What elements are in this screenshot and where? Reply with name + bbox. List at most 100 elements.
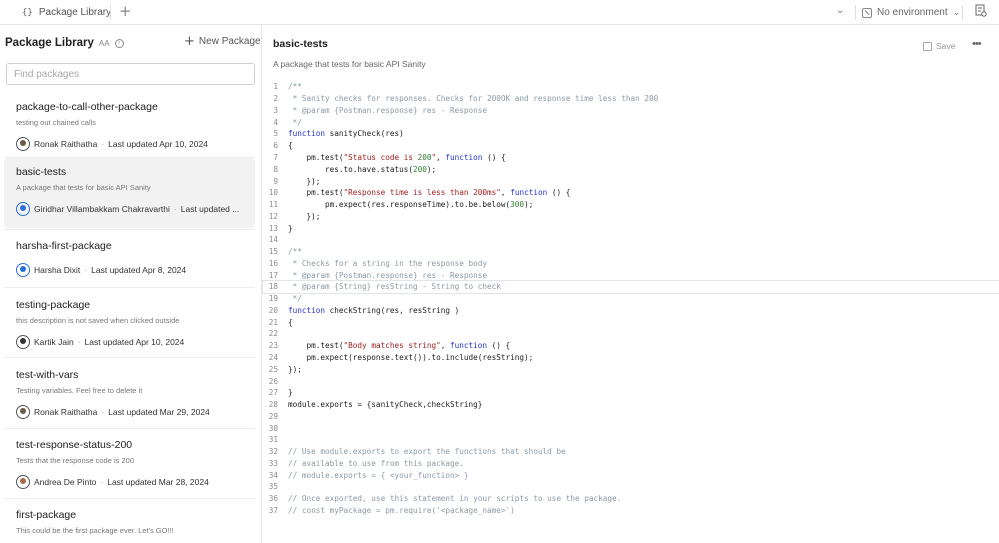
line-number: 13 — [268, 223, 278, 233]
save-label: Save — [936, 41, 956, 51]
code-text: * Checks for a string in the response bo… — [288, 258, 488, 268]
more-actions-icon[interactable]: ••• — [972, 38, 982, 50]
package-author: Kartik Jain — [34, 337, 74, 347]
code-line[interactable]: 2 * Sanity checks for responses. Checks … — [263, 93, 999, 105]
code-text: * @param {Postman.response} res - Respon… — [288, 270, 488, 280]
tab-label: Package Library — [38, 7, 112, 18]
code-line[interactable]: 4 */ — [263, 116, 999, 128]
code-line[interactable]: 37// const myPackage = pm.require('<pack… — [263, 505, 999, 517]
package-name: basic-tests — [16, 166, 67, 178]
environment-selector[interactable]: No environment ⌄ — [862, 0, 960, 25]
plus-icon: + — [184, 33, 195, 49]
code-line[interactable]: 25}); — [263, 363, 999, 375]
code-line[interactable]: 21{ — [263, 316, 999, 328]
line-number: 20 — [268, 305, 278, 315]
package-item[interactable]: test-with-vars Testing variables. Feel f… — [4, 361, 255, 431]
code-line[interactable]: 26 — [263, 375, 999, 387]
line-number: 19 — [268, 294, 278, 304]
code-line[interactable]: 28 module.exports = {sanityCheck,checkStr… — [263, 399, 999, 411]
code-line[interactable]: 10 pm.test("Response time is less than 2… — [263, 187, 999, 199]
divider — [4, 287, 255, 288]
font-size-toggle[interactable]: AA — [98, 38, 110, 48]
code-line[interactable]: 14 — [263, 234, 999, 246]
package-editor: basic-tests A package that tests for bas… — [262, 25, 999, 543]
line-number: 15 — [268, 247, 278, 257]
line-number: 27 — [268, 388, 278, 398]
divider — [4, 357, 255, 358]
code-line[interactable]: 19 */ — [263, 293, 999, 305]
package-item[interactable]: package-to-call-other-package testing ou… — [4, 93, 255, 163]
code-line[interactable]: 15/** — [263, 246, 999, 258]
package-item[interactable]: basic-tests A package that tests for bas… — [4, 158, 255, 228]
environment-label: No environment — [877, 7, 948, 18]
code-line[interactable]: 18 * @param {String} resString - String … — [262, 280, 999, 294]
code-line[interactable]: 17 * @param {Postman.response} res - Res… — [263, 269, 999, 281]
package-updated: Last updated Apr 8, 2024 — [91, 265, 187, 275]
package-meta: Harsha Dixit · Last updated Apr 8, 2024 — [16, 263, 186, 277]
code-line[interactable]: 20 function checkString(res, resString ) — [263, 305, 999, 317]
sidebar-header: Package Library AA i — [5, 37, 124, 49]
environment-quick-look-icon[interactable] — [975, 4, 987, 18]
code-line[interactable]: 34// module.exports = { <your_function> … — [263, 469, 999, 481]
code-line[interactable]: 9 }); — [263, 175, 999, 187]
code-line[interactable]: 29 — [263, 410, 999, 422]
new-tab-plus-icon[interactable]: + — [119, 2, 132, 20]
chevron-down-icon: ⌄ — [952, 7, 961, 18]
code-line[interactable]: 35 — [263, 481, 999, 493]
code-line[interactable]: 24 pm.expect(response.text()).to.include… — [263, 352, 999, 364]
line-number: 7 — [273, 152, 278, 162]
package-library-sidebar: Package Library AA i + New Package packa… — [0, 25, 262, 543]
line-number: 28 — [268, 400, 278, 410]
line-number: 1 — [273, 82, 278, 92]
code-line[interactable]: 22 — [263, 328, 999, 340]
code-text: pm.test("Response time is less than 200m… — [288, 188, 571, 198]
search-input[interactable] — [6, 63, 255, 85]
code-line[interactable]: 3 * @param {Postman.response} res - Resp… — [263, 105, 999, 117]
code-line[interactable]: 8 res.to.have.status(200); — [263, 163, 999, 175]
package-item[interactable]: testing-package this description is not … — [4, 291, 255, 361]
tab-package-library[interactable]: {} Package Library — [14, 0, 119, 25]
package-item[interactable]: harsha-first-package Harsha Dixit · Last… — [4, 232, 255, 302]
code-line[interactable]: 13} — [263, 222, 999, 234]
info-icon[interactable]: i — [114, 38, 124, 48]
new-package-button[interactable]: + New Package — [184, 33, 261, 49]
line-number: 24 — [268, 352, 278, 362]
code-text: function checkString(res, resString ) — [288, 305, 460, 315]
package-description: testing out chained calls — [16, 118, 97, 127]
code-line[interactable]: 11 pm.expect(res.responseTime).to.be.bel… — [263, 199, 999, 211]
package-title[interactable]: basic-tests — [273, 38, 328, 50]
code-line[interactable]: 7 pm.test("Status code is 200", function… — [263, 152, 999, 164]
package-item[interactable]: first-package This could be the first pa… — [4, 501, 255, 543]
code-line[interactable]: 16 * Checks for a string in the response… — [263, 257, 999, 269]
save-button[interactable]: Save — [923, 41, 955, 51]
package-author: Giridhar Villambakkam Chakravarthi — [34, 204, 170, 214]
divider — [4, 229, 255, 230]
line-number: 10 — [268, 188, 278, 198]
code-line[interactable]: 31 — [263, 434, 999, 446]
divider — [4, 498, 255, 499]
package-author: Ronak Raithatha — [34, 139, 98, 149]
code-line[interactable]: 1/** — [263, 81, 999, 93]
line-number: 23 — [268, 341, 278, 351]
avatar — [16, 335, 30, 349]
package-description[interactable]: A package that tests for basic API Sanit… — [273, 59, 426, 69]
package-item[interactable]: test-response-status-200 Tests that the … — [4, 431, 255, 501]
divider — [855, 5, 856, 20]
tabs-chevron-down-icon[interactable]: ⌄ — [836, 5, 845, 16]
code-text: module.exports = {sanityCheck,checkStrin… — [288, 400, 483, 410]
divider — [962, 5, 963, 20]
code-line[interactable]: 36// Once exported, use this statement i… — [263, 493, 999, 505]
code-line[interactable]: 32// Use module.exports to export the fu… — [263, 446, 999, 458]
code-line[interactable]: 30 — [263, 422, 999, 434]
line-number: 4 — [273, 117, 278, 127]
package-description: This could be the first package ever. Le… — [16, 526, 174, 535]
code-editor[interactable]: 1/**2 * Sanity checks for responses. Che… — [262, 81, 999, 517]
code-line[interactable]: 12 }); — [263, 210, 999, 222]
code-line[interactable]: 6{ — [263, 140, 999, 152]
code-line[interactable]: 23 pm.test("Body matches string", functi… — [263, 340, 999, 352]
code-line[interactable]: 33// available to use from this package. — [263, 458, 999, 470]
code-line[interactable]: 27} — [263, 387, 999, 399]
code-text: } — [288, 388, 293, 398]
line-number: 35 — [268, 482, 278, 492]
